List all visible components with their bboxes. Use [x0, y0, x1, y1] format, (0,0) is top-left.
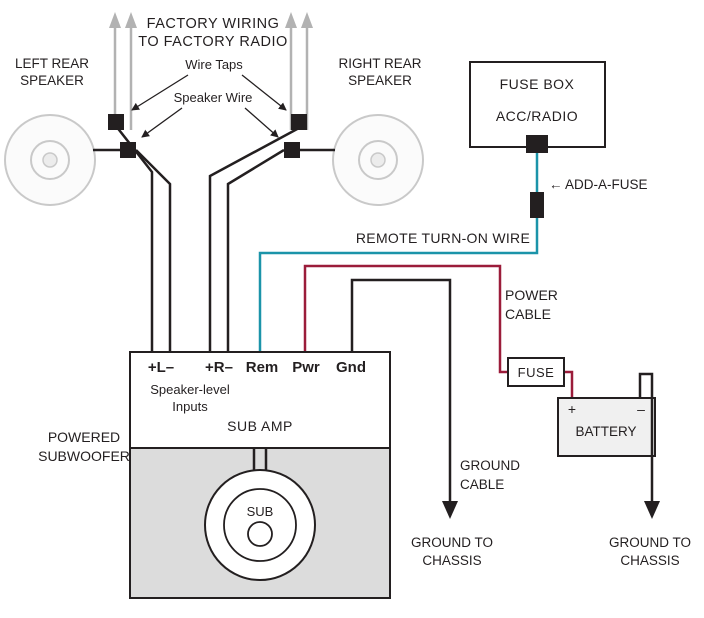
wire-tap-left	[108, 114, 124, 130]
left-speaker-label-line1: LEFT REAR	[15, 56, 89, 71]
speaker-wire-pointer-right	[244, 107, 279, 138]
sub-outer-ring	[204, 469, 316, 581]
amp-ground: GROUND CABLE GROUND TO CHASSIS	[350, 278, 520, 568]
factory-wire-arrowhead-icon	[125, 12, 137, 28]
sub-label: SUB	[247, 504, 274, 519]
remote-wire-label: REMOTE TURN-ON WIRE	[356, 230, 530, 246]
terminal-remote: Rem	[246, 359, 279, 376]
amp-ground-arrowhead-icon	[442, 501, 458, 519]
fuse-box: FUSE BOX ACC/RADIO	[469, 61, 606, 153]
right-tap-wire-to-amp	[208, 126, 300, 352]
wire-taps-pointer-left	[131, 74, 189, 111]
factory-wiring-arrows: FACTORY WIRING TO FACTORY RADIO	[109, 12, 313, 130]
speaker-level-inputs-line2: Inputs	[172, 399, 208, 414]
battery: + – BATTERY	[557, 397, 656, 457]
battery-ground-arrowhead-icon	[644, 501, 660, 519]
inline-fuse-outline	[507, 357, 565, 387]
battery-label: BATTERY	[575, 424, 636, 439]
right-speaker-label-line1: RIGHT REAR	[338, 56, 421, 71]
amp-ground-wire	[350, 278, 452, 502]
fuse-box-title: FUSE BOX	[500, 76, 575, 92]
left-tap-wire-to-amp	[115, 125, 154, 352]
factory-wire-arrowhead-icon	[301, 12, 313, 28]
power-cable-label-line2: CABLE	[505, 306, 551, 322]
battery-minus-terminal: –	[637, 401, 645, 417]
ground-left-label-line1: GROUND TO	[411, 535, 493, 550]
speaker-connector-right	[284, 142, 300, 158]
ground-right-label-line1: GROUND TO	[609, 535, 691, 550]
ground-cable-label-line1: GROUND	[460, 458, 520, 473]
ground-cable-label-line2: CABLE	[460, 477, 504, 492]
factory-wiring-label-line2: TO FACTORY RADIO	[138, 34, 288, 50]
sub-amp-title: SUB AMP	[227, 418, 293, 434]
ground-right-label-line2: CHASSIS	[620, 553, 679, 568]
left-speaker-wire-to-amp	[135, 149, 172, 352]
factory-wire-arrowhead-icon	[285, 12, 297, 28]
wire-tap-right	[291, 114, 307, 130]
terminal-power: Pwr	[292, 359, 320, 376]
factory-wiring-label-line1: FACTORY WIRING	[147, 16, 280, 32]
fuse-box-slot-label: ACC/RADIO	[496, 108, 578, 124]
right-speaker-label-line2: SPEAKER	[348, 73, 412, 88]
powered-subwoofer-caption-line1: POWERED	[48, 429, 120, 445]
power-cable-label-line1: POWER	[505, 287, 558, 303]
battery-ground: GROUND TO CHASSIS	[609, 372, 691, 568]
speaker-wire-pointer-left	[141, 107, 183, 138]
fuse-box-tap	[526, 135, 548, 153]
factory-wire-arrowhead-icon	[109, 12, 121, 28]
fuse-box-outline	[469, 61, 606, 148]
speaker-inner-ring	[358, 140, 398, 180]
add-a-fuse-holder	[530, 192, 544, 218]
battery-outline	[557, 397, 656, 457]
right-rear-speaker: RIGHT REAR SPEAKER	[332, 56, 424, 206]
right-speaker-wire-to-amp	[226, 148, 285, 352]
callouts: Wire Taps Speaker Wire	[131, 57, 287, 138]
speaker-connector-left	[120, 142, 136, 158]
wire-taps-pointer-right	[241, 74, 287, 111]
sub-dust-cap	[247, 521, 273, 547]
terminal-left-input: +L–	[148, 359, 174, 376]
battery-ground-wire	[638, 372, 654, 502]
terminal-right-input: +R–	[205, 359, 233, 376]
ground-left-label-line2: CHASSIS	[422, 553, 481, 568]
speaker-wire-label: Speaker Wire	[174, 90, 253, 105]
powered-subwoofer-caption-line2: SUBWOOFER	[38, 448, 130, 464]
powered-subwoofer: +L– +R– Rem Pwr Gnd Speaker-level Inputs…	[38, 351, 391, 599]
speaker-level-inputs-line1: Speaker-level	[150, 382, 230, 397]
remote-turn-on-wire: ← ADD-A-FUSE REMOTE TURN-ON WIRE	[258, 153, 648, 352]
terminal-ground: Gnd	[336, 359, 366, 376]
sub-inner-ring	[223, 488, 297, 562]
add-a-fuse-arrow-icon: ←	[549, 177, 563, 192]
left-rear-speaker: LEFT REAR SPEAKER	[4, 56, 96, 206]
speaker-level-wiring	[93, 114, 335, 352]
inline-fuse-label: FUSE	[518, 365, 555, 380]
power-cable: POWER CABLE FUSE	[303, 264, 574, 398]
power-wire-to-battery	[564, 370, 574, 398]
speaker-dust-cap	[42, 152, 58, 168]
add-a-fuse-label: ADD-A-FUSE	[565, 177, 648, 192]
wire-taps-label: Wire Taps	[185, 57, 243, 72]
left-speaker-label-line2: SPEAKER	[20, 73, 84, 88]
battery-plus-terminal: +	[568, 401, 576, 417]
power-wire-path	[303, 264, 508, 374]
speaker-inner-ring	[30, 140, 70, 180]
speaker-dust-cap	[370, 152, 386, 168]
